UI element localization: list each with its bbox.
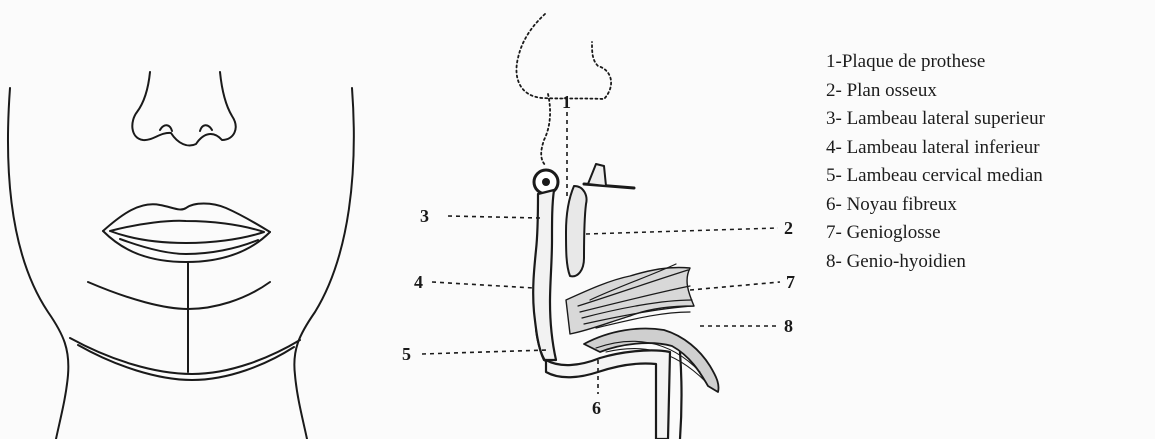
prosthesis-ring-center	[542, 178, 550, 186]
lower-lip-fill-line	[120, 239, 258, 254]
legend-item-lambeau-lateral-superieur: 3- Lambeau lateral superieur	[826, 105, 1045, 134]
nose-profile-dotted	[516, 14, 611, 99]
legend-item-genio-hyoidien: 8- Genio-hyoidien	[826, 248, 1045, 277]
legend-item-lambeau-lateral-inferieur: 4- Lambeau lateral inferieur	[826, 134, 1045, 163]
callout-5: 5	[402, 344, 411, 364]
neck-back-line	[680, 352, 682, 439]
callout-3: 3	[420, 206, 429, 226]
legend-list: 1-Plaque de prothese 2- Plan osseux 3- L…	[826, 48, 1045, 276]
legend-item-plaque-de-prothese: 1-Plaque de prothese	[826, 48, 1045, 77]
callout-1: 1	[562, 92, 571, 112]
lip-inner-opening	[110, 221, 264, 243]
face-outline-left	[8, 88, 68, 439]
leader-line-5	[422, 350, 548, 354]
upper-lip-profile-dotted	[541, 94, 550, 166]
leader-line-2	[586, 228, 778, 234]
chin-upper-incision	[88, 282, 270, 309]
callout-8: 8	[784, 316, 793, 336]
chin-lower-incision-outer	[70, 338, 300, 374]
inner-bone-strip	[566, 186, 587, 276]
bone-plan-tip	[588, 164, 606, 186]
nostril-right-line	[200, 125, 212, 131]
callout-4: 4	[414, 272, 423, 292]
leader-line-4	[432, 282, 534, 288]
profile-section-view	[516, 14, 718, 439]
nose-drawing	[132, 72, 235, 146]
legend-item-plan-osseux: 2- Plan osseux	[826, 77, 1045, 106]
legend-item-genioglosse: 7- Genioglosse	[826, 219, 1045, 248]
callout-6: 6	[592, 398, 601, 418]
nostril-left-line	[160, 125, 172, 131]
face-outline-right	[294, 88, 353, 439]
leader-line-7	[690, 282, 780, 290]
cervical-strip	[546, 350, 670, 439]
callout-2: 2	[784, 218, 793, 238]
legend-item-noyau-fibreux: 6- Noyau fibreux	[826, 191, 1045, 220]
leader-line-3	[448, 216, 540, 218]
callout-7: 7	[786, 272, 795, 292]
face-front-view	[8, 72, 354, 439]
legend-item-lambeau-cervical-median: 5- Lambeau cervical median	[826, 162, 1045, 191]
